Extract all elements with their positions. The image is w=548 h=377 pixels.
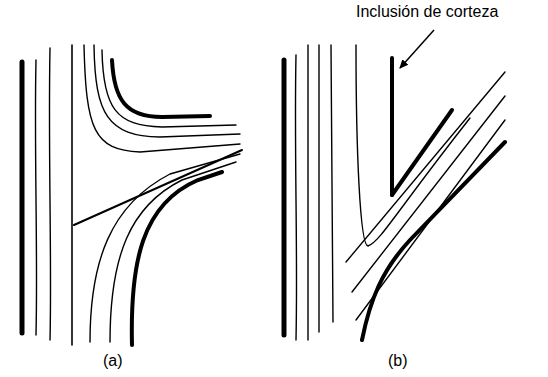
panel-label: (a) xyxy=(103,352,123,370)
bark-line xyxy=(362,142,505,340)
grain-line xyxy=(35,60,36,335)
bark-line xyxy=(132,172,222,345)
branch-union-a xyxy=(22,45,242,345)
grain-line xyxy=(356,45,470,246)
bark-inclusion xyxy=(392,110,452,195)
grain-line xyxy=(318,45,319,332)
grain-line xyxy=(307,45,308,340)
grain-line xyxy=(295,55,296,340)
grain-line xyxy=(90,154,240,342)
bark-inclusion xyxy=(390,58,394,195)
branch-union-b xyxy=(284,45,505,340)
bark-line xyxy=(20,62,25,333)
callout-label: Inclusión de corteza xyxy=(356,3,498,21)
pith-line xyxy=(71,45,73,345)
grain-line xyxy=(110,162,236,342)
grain-line xyxy=(49,48,50,340)
bark-line xyxy=(112,60,210,117)
grain-line xyxy=(84,45,240,152)
bark-line xyxy=(282,60,287,335)
grain-line xyxy=(94,45,240,137)
panel-label: (b) xyxy=(388,352,408,370)
grain-line xyxy=(331,45,333,322)
grain-line xyxy=(352,96,505,292)
leader-arrow xyxy=(400,30,434,68)
grain-line xyxy=(102,50,236,127)
